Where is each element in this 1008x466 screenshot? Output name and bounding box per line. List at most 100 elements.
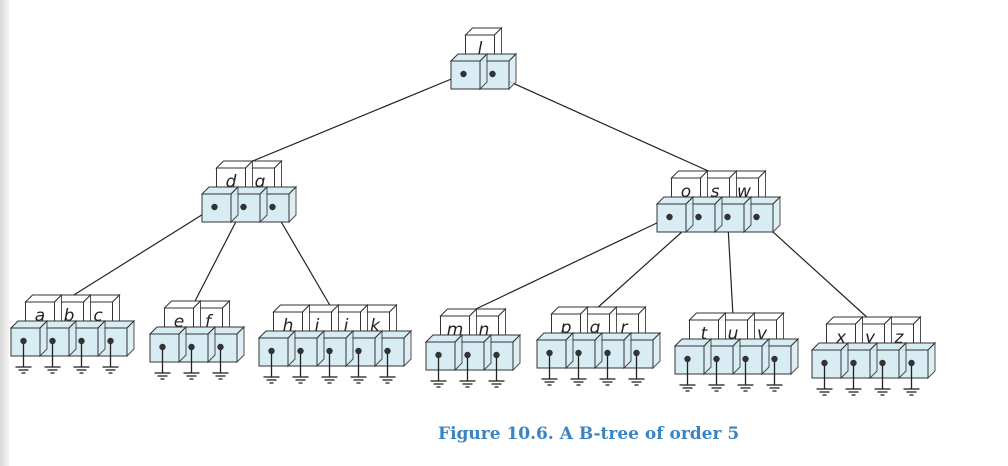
pointer-dot xyxy=(604,349,611,357)
tree-edge xyxy=(245,73,464,165)
pointer-dot xyxy=(217,343,224,351)
pointer-dot xyxy=(493,351,500,359)
leaf-node-pointer-cell-1-side xyxy=(207,325,216,364)
pointer-dot xyxy=(384,347,391,355)
root-node: l xyxy=(449,26,518,91)
pointer-dot xyxy=(684,355,691,363)
leaf-node: h i j k xyxy=(257,303,413,384)
leaf-node-pointer-cell-2-side xyxy=(512,333,521,372)
key-label: c xyxy=(93,306,103,326)
leaf-node-pointer-cell-1-side xyxy=(869,341,878,380)
internal-node-pointer-cell-2-side xyxy=(743,195,752,234)
leaf-node-pointer-cell-1-side xyxy=(732,337,741,376)
tree-edge xyxy=(192,206,245,305)
tree-edge xyxy=(68,206,215,299)
pointer-dot xyxy=(633,349,640,357)
leaf-node-pointer-cell-3-side xyxy=(126,319,135,358)
key-label: b xyxy=(64,306,75,326)
key-label: k xyxy=(370,316,381,336)
leaf-node-pointer-cell-1-side xyxy=(483,333,492,372)
leaf-node-pointer-cell-1-side xyxy=(316,329,325,368)
pointer-dot xyxy=(107,337,114,345)
root-node-pointer-cell-1-side xyxy=(508,52,517,91)
key-label: u xyxy=(728,324,739,344)
leaf-node-pointer-cell-1-side xyxy=(594,331,603,370)
pointer-dot xyxy=(753,213,760,221)
key-label: e xyxy=(174,312,184,332)
leaf-node-pointer-cell-0-side xyxy=(840,341,849,380)
pointer-dot xyxy=(666,213,673,221)
pointer-dot xyxy=(355,347,362,355)
tree-edge xyxy=(492,73,716,175)
pointer-dot xyxy=(435,351,442,359)
internal-node-pointer-cell-3-side xyxy=(772,195,781,234)
pointer-dot xyxy=(460,70,467,78)
leaf-node-pointer-cell-0-side xyxy=(287,329,296,368)
pointer-dot xyxy=(240,203,247,211)
key-label: t xyxy=(701,324,709,344)
leaf-node-pointer-cell-3-side xyxy=(927,341,936,380)
pointer-dot xyxy=(546,349,553,357)
leaf-node-pointer-cell-0-side xyxy=(178,325,187,364)
leaf-node-pointer-cell-0-side xyxy=(703,337,712,376)
figure-caption: Figure 10.6. A B-tree of order 5 xyxy=(438,424,740,444)
pointer-dot xyxy=(188,343,195,351)
internal-node-pointer-cell-1-side xyxy=(259,185,268,224)
key-label: i xyxy=(315,316,320,336)
pointer-dot xyxy=(20,337,27,345)
pointer-dot xyxy=(821,359,828,367)
pointer-dot xyxy=(49,337,56,345)
pointer-dot xyxy=(724,213,731,221)
key-label: r xyxy=(621,318,629,338)
leaf-node-pointer-cell-3-side xyxy=(652,331,661,370)
pointer-dot xyxy=(575,349,582,357)
leaf-node-pointer-cell-2-side xyxy=(345,329,354,368)
internal-node-pointer-cell-1-side xyxy=(714,195,723,234)
pointer-dot xyxy=(850,359,857,367)
leaf-node-pointer-cell-1-side xyxy=(68,319,77,358)
tree-edge xyxy=(271,206,333,309)
pointer-dot xyxy=(268,347,275,355)
key-label: g xyxy=(255,172,266,192)
key-label: z xyxy=(894,328,905,348)
pointer-dot xyxy=(159,343,166,351)
key-label: o xyxy=(681,182,691,202)
key-label: q xyxy=(590,318,601,338)
leaf-node-pointer-cell-0-side xyxy=(39,319,48,358)
tree-edge xyxy=(756,216,871,321)
pointer-dot xyxy=(464,351,471,359)
key-label: h xyxy=(283,316,294,336)
leaf-node-pointer-cell-2-side xyxy=(97,319,106,358)
pointer-dot xyxy=(489,70,496,78)
pointer-dot xyxy=(771,355,778,363)
pointer-dot xyxy=(326,347,333,355)
key-label: v xyxy=(757,324,768,344)
leaf-node-pointer-cell-2-side xyxy=(761,337,770,376)
leaf-node-pointer-cell-2-side xyxy=(623,331,632,370)
key-label: j xyxy=(342,316,349,336)
scan-edge xyxy=(0,0,9,466)
pointer-dot xyxy=(908,359,915,367)
pointer-dot xyxy=(269,203,276,211)
key-label: s xyxy=(711,182,720,202)
pointer-dot xyxy=(742,355,749,363)
key-label: f xyxy=(205,312,214,332)
internal-node-pointer-cell-2-side xyxy=(288,185,297,224)
leaf-node-pointer-cell-2-side xyxy=(898,341,907,380)
pointer-dot xyxy=(713,355,720,363)
pointer-dot xyxy=(879,359,886,367)
tree-edge xyxy=(726,216,734,317)
pointer-dot xyxy=(211,203,218,211)
tree-edge xyxy=(469,216,670,313)
key-label: a xyxy=(35,306,45,326)
leaf-node-pointer-cell-0-side xyxy=(454,333,463,372)
pointer-dot xyxy=(695,213,702,221)
internal-node-pointer-cell-0-side xyxy=(230,185,239,224)
